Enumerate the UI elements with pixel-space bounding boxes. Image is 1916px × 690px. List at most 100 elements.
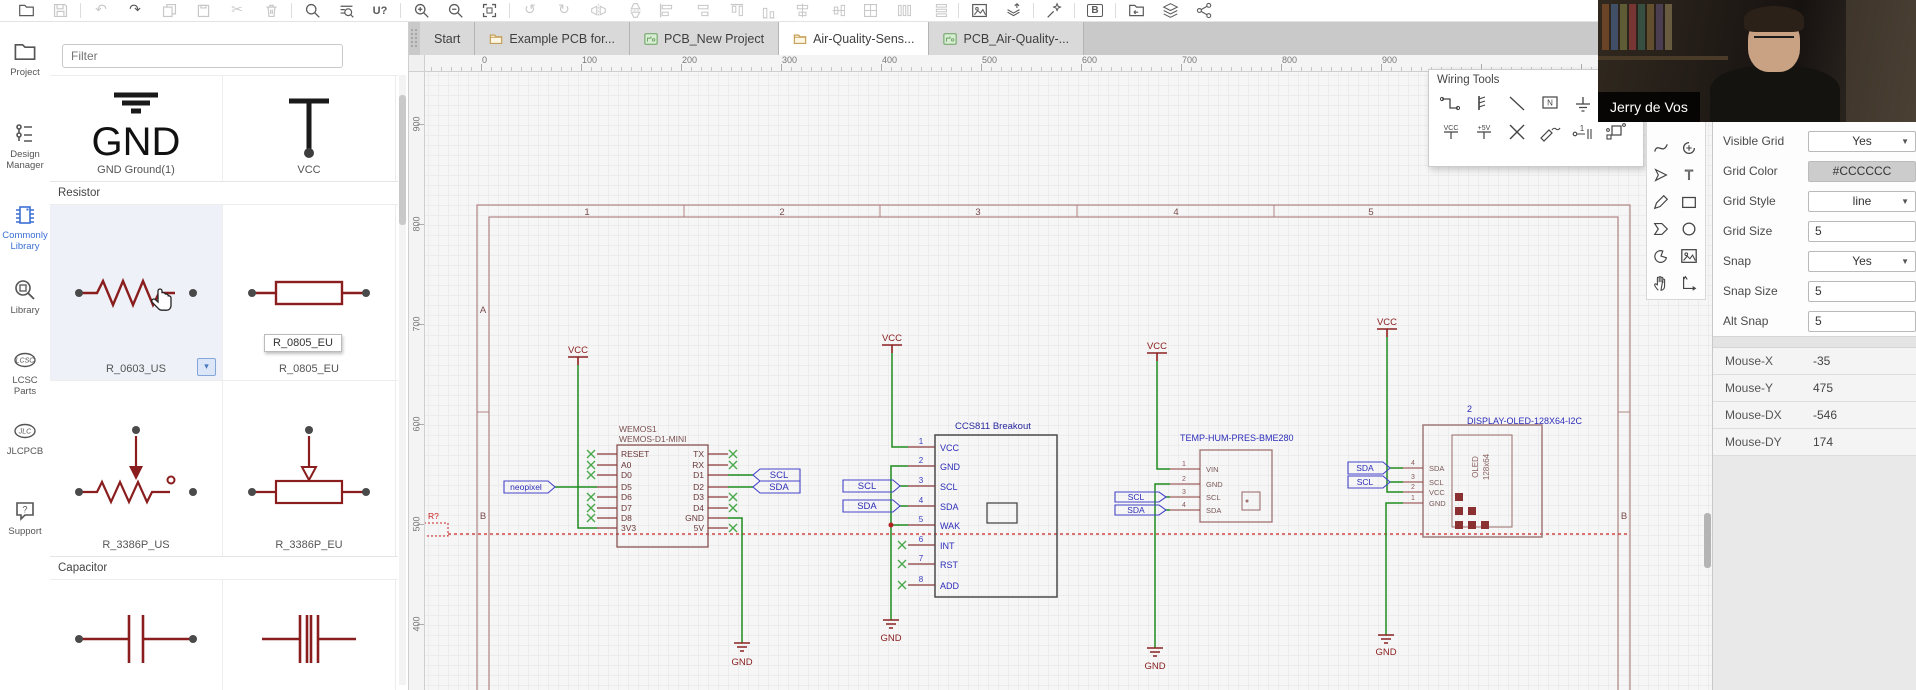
schematic-canvas[interactable]: 1 2 3 4 5 A B B R? xyxy=(408,55,1712,690)
save-icon[interactable] xyxy=(50,1,70,21)
zoom-fit-icon[interactable] xyxy=(479,1,499,21)
net-port-tool-icon[interactable] xyxy=(1600,119,1631,145)
plus5v-flag-tool-icon[interactable]: +5V xyxy=(1468,119,1499,145)
align-right-icon[interactable] xyxy=(690,1,710,21)
netlist-check-icon[interactable]: U? xyxy=(372,4,388,17)
arrow-tool-icon[interactable] xyxy=(1648,165,1674,185)
component-bme280[interactable]: TEMP-HUM-PRES-BME280 1 2 3 4 VIN GND SCL… xyxy=(1170,433,1294,523)
voltage-probe-tool-icon[interactable] xyxy=(1534,119,1565,145)
sidebar-item-support[interactable]: ?Support xyxy=(0,499,50,537)
redo-icon[interactable]: ↷ xyxy=(129,2,141,18)
vcc-symbols[interactable] xyxy=(568,328,1397,365)
svg-text:3: 3 xyxy=(1411,474,1415,481)
ground-tool-icon[interactable] xyxy=(1567,91,1598,117)
zoom-out-icon[interactable] xyxy=(445,1,465,21)
net-flags[interactable] xyxy=(503,461,1391,516)
delete-icon[interactable] xyxy=(261,1,281,21)
grid-style-select[interactable]: line▼ xyxy=(1808,190,1916,212)
undo-icon[interactable]: ↶ xyxy=(95,2,107,18)
alt-snap-input[interactable]: 5 xyxy=(1808,310,1916,332)
cut-icon[interactable]: ✂ xyxy=(231,2,243,18)
pencil-tool-icon[interactable] xyxy=(1648,192,1674,212)
component-oled-display[interactable]: 2 DISPLAY-OLED-128X64-I2C OLED 128x64 4 … xyxy=(1403,404,1583,538)
visible-grid-select[interactable]: Yes▼ xyxy=(1808,130,1916,152)
search-icon[interactable] xyxy=(302,1,322,21)
zoom-in-icon[interactable] xyxy=(411,1,431,21)
align-center-horizontal-icon[interactable] xyxy=(826,1,846,21)
share-icon[interactable] xyxy=(1194,1,1214,21)
copy-icon[interactable] xyxy=(193,1,213,21)
align-bottom-icon[interactable] xyxy=(758,1,778,21)
wires[interactable] xyxy=(555,337,1403,648)
tab-pcb-air-quality[interactable]: PCB_Air-Quality-... xyxy=(929,22,1085,55)
layer-manager-icon[interactable] xyxy=(1160,1,1180,21)
library-part-r0805-eu[interactable]: R_0805_EU R_0805_EU xyxy=(223,205,396,380)
bus-entry-tool-icon[interactable] xyxy=(1501,91,1532,117)
sidebar-item-library[interactable]: Library xyxy=(0,278,50,316)
tab-air-quality-sensor[interactable]: Air-Quality-Sens... xyxy=(779,22,930,55)
library-scrollbar[interactable] xyxy=(399,75,406,685)
sidebar-item-design-manager[interactable]: Design Manager xyxy=(0,122,50,171)
grid-color-swatch[interactable]: #CCCCCC xyxy=(1808,160,1916,182)
open-file-icon[interactable] xyxy=(16,1,36,21)
import-image-icon[interactable] xyxy=(969,1,989,21)
library-part-capacitor-1[interactable] xyxy=(50,580,223,690)
rotate-left-icon[interactable]: ↺ xyxy=(524,2,536,18)
sidebar-item-project[interactable]: Project xyxy=(0,40,50,78)
drag-canvas-tool-icon[interactable] xyxy=(1648,273,1674,293)
magic-wand-icon[interactable] xyxy=(1044,1,1064,21)
net-label-tool-icon[interactable]: N xyxy=(1534,91,1565,117)
canvas-vertical-scrollbar[interactable] xyxy=(1704,513,1711,568)
rectangle-tool-icon[interactable] xyxy=(1676,192,1702,212)
ellipse-tool-icon[interactable] xyxy=(1676,219,1702,239)
image-tool-icon[interactable] xyxy=(1676,246,1702,266)
duplicate-icon[interactable] xyxy=(159,1,179,21)
bus-tool-icon[interactable] xyxy=(1468,91,1499,117)
rotate-right-icon[interactable]: ↻ xyxy=(558,2,570,18)
align-top-icon[interactable] xyxy=(724,1,744,21)
no-connect-tool-icon[interactable] xyxy=(1501,119,1532,145)
library-part-capacitor-2[interactable] xyxy=(223,580,396,690)
text-tool-icon[interactable]: T xyxy=(1676,165,1702,185)
push-to-top-icon[interactable] xyxy=(1003,1,1023,21)
wire-tool-icon[interactable] xyxy=(1435,91,1466,117)
polygon-tool-icon[interactable] xyxy=(1648,219,1674,239)
gnd-symbols[interactable] xyxy=(734,619,1394,657)
align-left-icon[interactable] xyxy=(656,1,676,21)
arc-tool-icon[interactable] xyxy=(1676,138,1702,158)
tab-start[interactable]: Start xyxy=(420,22,476,55)
svg-text:D4: D4 xyxy=(693,503,704,513)
flip-vertical-icon[interactable] xyxy=(622,1,642,21)
find-similar-icon[interactable] xyxy=(336,1,356,21)
pie-tool-icon[interactable] xyxy=(1648,246,1674,266)
component-ccs811[interactable]: CCS811 Breakout 1 2 3 4 5 6 7 8 VCC GND xyxy=(908,421,1058,598)
library-part-gnd[interactable]: GND GND Ground(1) xyxy=(50,76,223,181)
sidebar-item-commonly-library[interactable]: Commonly Library xyxy=(0,203,50,252)
tab-example-pcb[interactable]: Example PCB for... xyxy=(475,22,631,55)
pin-number-tool-icon[interactable] xyxy=(1567,119,1598,145)
snap-select[interactable]: Yes▼ xyxy=(1808,250,1916,272)
library-part-r0603-us[interactable]: R_0603_US ▾ xyxy=(50,205,223,380)
flip-horizontal-icon[interactable] xyxy=(588,1,608,21)
part-dropdown-button[interactable]: ▾ xyxy=(197,358,216,376)
library-part-vcc[interactable]: VCC xyxy=(223,76,396,181)
align-center-vertical-icon[interactable] xyxy=(792,1,812,21)
import-changes-icon[interactable] xyxy=(1126,1,1146,21)
library-part-r3386p-eu[interactable]: R_3386P_EU xyxy=(223,381,396,556)
dimension-tool-icon[interactable] xyxy=(1676,273,1702,293)
library-part-r3386p-us[interactable]: R_3386P_US xyxy=(50,381,223,556)
grid-size-input[interactable]: 5 xyxy=(1808,220,1916,242)
tab-pcb-new-project[interactable]: PCB_New Project xyxy=(630,22,780,55)
filter-input[interactable] xyxy=(62,44,343,68)
distribute-horizontal-icon[interactable] xyxy=(894,1,914,21)
bom-icon[interactable]: B xyxy=(1085,1,1105,21)
vcc-flag-tool-icon[interactable]: VCC xyxy=(1435,119,1466,145)
snap-size-input[interactable]: 5 xyxy=(1808,280,1916,302)
component-wemos-d1-mini[interactable]: WEMOS1 WEMOS-D1-MINI RESET A0 D0 D5 D6 D… xyxy=(597,424,728,548)
tabbar-drag-handle[interactable] xyxy=(410,28,418,49)
distribute-vertical-icon[interactable] xyxy=(928,1,948,21)
grid-setting-icon[interactable] xyxy=(860,1,880,21)
bezier-curve-tool-icon[interactable] xyxy=(1648,138,1674,158)
